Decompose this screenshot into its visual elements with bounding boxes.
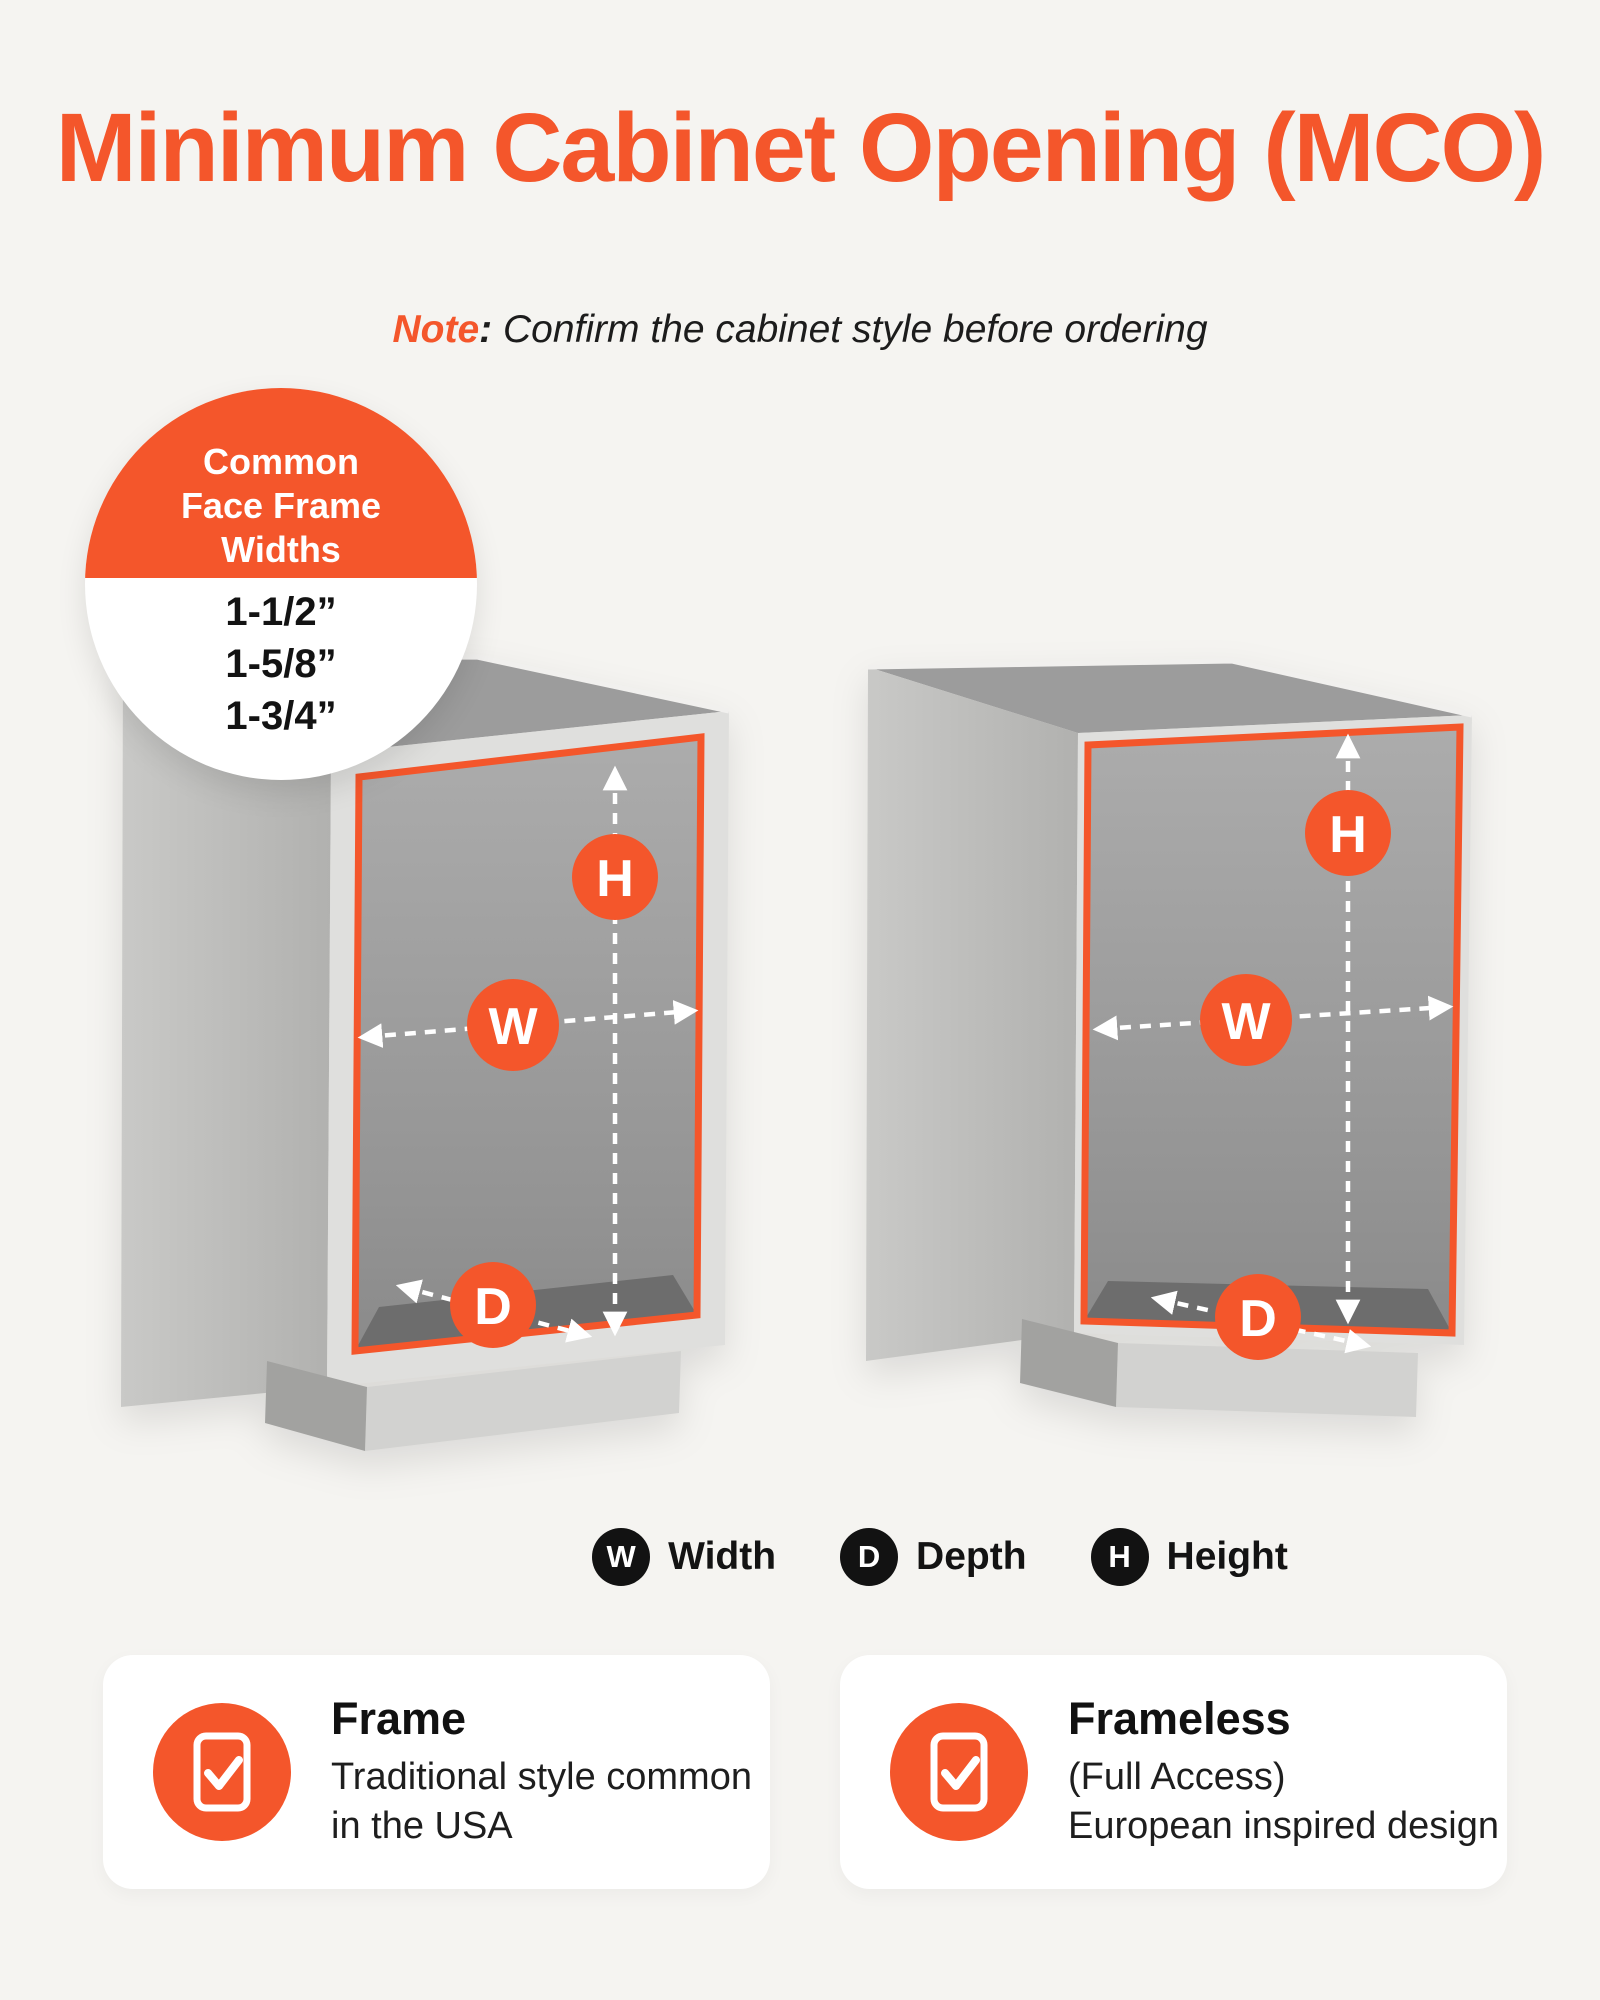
frame-check-icon bbox=[153, 1703, 291, 1841]
badge-heading: Common Face Frame Widths bbox=[85, 388, 477, 578]
toe-kick-side bbox=[1020, 1319, 1118, 1407]
cabinet-side-panel bbox=[121, 659, 331, 1407]
depth-label-badge: D bbox=[450, 1262, 536, 1348]
frame-card: Frame Traditional style common in the US… bbox=[103, 1655, 770, 1889]
frameless-card-line: European inspired design bbox=[1068, 1805, 1499, 1847]
frame-card-line: in the USA bbox=[331, 1805, 513, 1847]
note-colon: : bbox=[479, 308, 493, 351]
width-label-badge: W bbox=[467, 979, 559, 1071]
width-arrow bbox=[1092, 995, 1454, 1041]
height-label-badge: H bbox=[572, 834, 658, 920]
legend-label: Width bbox=[668, 1535, 777, 1578]
frameless-card-line: (Full Access) bbox=[1068, 1755, 1286, 1798]
cabinet-top-rim bbox=[867, 658, 1473, 718]
width-value: 1-1/2” bbox=[225, 590, 337, 634]
width-value: 1-3/4” bbox=[225, 694, 337, 738]
height-label-badge: H bbox=[1305, 790, 1391, 876]
legend-item-depth: D Depth bbox=[840, 1528, 1027, 1586]
toe-kick-front bbox=[365, 1351, 681, 1451]
page-title: Minimum Cabinet Opening (MCO) bbox=[55, 93, 1547, 202]
legend-label: Depth bbox=[916, 1535, 1027, 1578]
svg-text:D: D bbox=[1239, 1290, 1277, 1348]
cabinet-style-cards: Frame Traditional style common in the US… bbox=[103, 1655, 1507, 1889]
badge-width-values: 1-1/2” 1-5/8” 1-3/4” bbox=[85, 578, 477, 742]
toe-kick-front bbox=[1116, 1343, 1418, 1417]
badge-heading-line: Common bbox=[203, 441, 359, 483]
badge-heading-line: Widths bbox=[221, 529, 341, 571]
frameless-card: Frameless (Full Access) European inspire… bbox=[840, 1655, 1507, 1889]
frame-card-line: Traditional style common bbox=[331, 1755, 752, 1798]
frameless-check-icon bbox=[890, 1703, 1028, 1841]
depth-symbol-badge: D bbox=[840, 1528, 899, 1586]
depth-label-badge: D bbox=[1215, 1274, 1301, 1360]
cabinet-top-interior bbox=[868, 661, 1472, 733]
cabinet-side-panel bbox=[866, 667, 1078, 1361]
frameless-cabinet-illustration: H W D bbox=[866, 658, 1473, 1417]
width-label-badge: W bbox=[1200, 974, 1292, 1066]
mco-outline bbox=[351, 733, 705, 1355]
legend-label: Height bbox=[1166, 1535, 1288, 1578]
legend-item-width: W Width bbox=[592, 1528, 776, 1586]
toe-kick-side bbox=[265, 1361, 367, 1451]
frame-cabinet-illustration: H W D bbox=[121, 654, 730, 1451]
svg-text:W: W bbox=[488, 998, 538, 1056]
svg-text:D: D bbox=[474, 1278, 512, 1336]
frame-card-text: Frame Traditional style common in the US… bbox=[331, 1693, 752, 1852]
width-value: 1-5/8” bbox=[225, 642, 337, 686]
note-label: Note bbox=[392, 308, 480, 351]
mco-outline bbox=[1080, 723, 1464, 1337]
face-frame-widths-badge: Common Face Frame Widths 1-1/2” 1-5/8” 1… bbox=[85, 388, 477, 780]
legend: W Width D Depth H Height bbox=[140, 1528, 1600, 1586]
svg-text:H: H bbox=[1329, 806, 1367, 864]
frame-card-title: Frame bbox=[331, 1692, 467, 1744]
svg-text:W: W bbox=[1221, 993, 1271, 1051]
height-symbol-badge: H bbox=[1090, 1528, 1149, 1586]
frameless-card-text: Frameless (Full Access) European inspire… bbox=[1068, 1693, 1499, 1852]
frameless-card-title: Frameless bbox=[1068, 1692, 1291, 1744]
note-line: Note: Confirm the cabinet style before o… bbox=[0, 308, 1600, 352]
legend-item-height: H Height bbox=[1090, 1528, 1288, 1586]
svg-text:H: H bbox=[596, 850, 634, 908]
note-text: Confirm the cabinet style before orderin… bbox=[492, 308, 1208, 351]
width-symbol-badge: W bbox=[592, 1528, 651, 1586]
badge-heading-line: Face Frame bbox=[180, 485, 382, 527]
